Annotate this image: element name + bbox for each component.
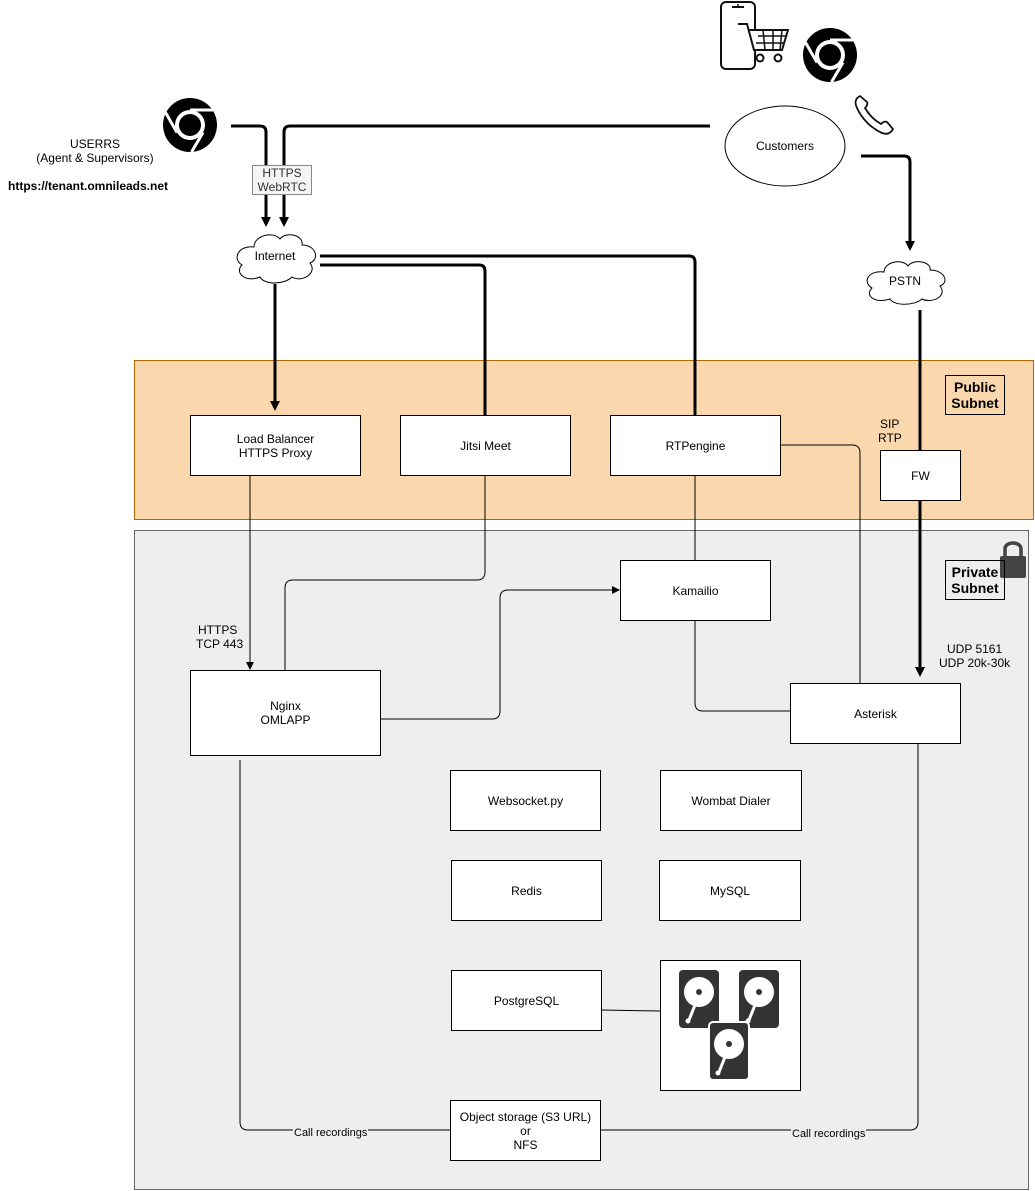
object-storage-line1: Object storage (S3 URL) [459,1109,592,1124]
phone-icon [852,92,898,139]
customers-node [724,105,846,190]
https-label: HTTPS [198,623,238,637]
edge-kamailio-asterisk [694,621,790,712]
edge-nginx-kamailio [381,586,620,720]
postgresql-node[interactable]: PostgreSQL [451,970,602,1031]
chrome-icon [163,98,217,153]
load-balancer-line1: Load Balancer [236,431,315,446]
firewall-label: FW [911,468,930,483]
users-chrome-icon [162,97,218,156]
mobile-cart-icon [718,0,792,75]
nginx-line1: Nginx [270,699,301,713]
websocket-label: Websocket.py [487,793,564,808]
edge-rtpengine-asterisk [781,444,861,683]
kamailio-label: Kamailio [672,583,719,598]
protocol-https: HTTPS [262,166,302,180]
rtpengine-node[interactable]: RTPengine [610,415,781,476]
firewall-node[interactable]: FW [880,450,961,501]
edge-nginx-storage [239,760,450,1131]
public-subnet-line1: Public [953,379,996,395]
object-storage-line2: or [520,1123,531,1138]
protocol-webrtc: WebRTC [257,180,307,194]
public-subnet-label: Public Subnet [945,375,1005,415]
users-title: USERRS [69,137,120,151]
nginx-omlapp-node[interactable]: Nginx OMLAPP [190,670,381,756]
object-storage-line3: NFS [513,1137,538,1152]
call-recordings-right-label: Call recordings [791,1128,867,1140]
public-subnet-line2: Subnet [951,395,999,411]
hard-disks-icon [678,969,779,1081]
customers-label: Customers [755,139,814,153]
private-subnet-line1: Private [951,564,999,580]
load-balancer-line2: HTTPS Proxy [238,445,313,460]
users-subtitle: (Agent & Supervisors) [36,151,154,165]
nginx-line2: OMLAPP [260,713,311,727]
protocol-label: HTTPS WebRTC [252,165,312,195]
asterisk-node[interactable]: Asterisk [790,683,961,744]
edge-internet-rtpengine [320,254,697,415]
call-recordings-left-label: Call recordings [293,1127,369,1139]
mysql-label: MySQL [709,883,750,898]
tcp443-label: TCP 443 [196,637,244,651]
tenant-url[interactable]: https://tenant.omnileads.net [8,179,169,193]
asterisk-label: Asterisk [854,706,897,721]
jitsi-meet-label: Jitsi Meet [460,438,511,453]
udp5161-label: UDP 5161 [947,642,1003,656]
websocket-node[interactable]: Websocket.py [450,770,601,831]
customers-chrome-icon [802,27,858,86]
rtp-label: RTP [878,431,902,445]
redis-node[interactable]: Redis [451,860,602,921]
cloud-icon [236,234,317,284]
cloud-icon [866,261,946,305]
sip-label: SIP [880,417,900,431]
private-subnet-line2: Subnet [951,580,999,596]
edge-customers-pstn [861,154,915,251]
kamailio-node[interactable]: Kamailio [620,560,771,621]
postgresql-label: PostgreSQL [493,993,560,1008]
wombat-label: Wombat Dialer [691,793,771,808]
edge-customers-internet [279,124,710,227]
internet-label: Internet [254,249,296,263]
lock-icon [999,538,1027,583]
pstn-cloud [864,258,950,309]
jitsi-meet-node[interactable]: Jitsi Meet [400,415,571,476]
chrome-icon [803,28,857,83]
udp-range-label: UDP 20k-30k [939,656,1011,670]
redis-label: Redis [511,883,542,898]
object-storage-node[interactable]: Object storage (S3 URL) or NFS [450,1100,601,1161]
edge-asterisk-storage [601,744,919,1131]
load-balancer-node[interactable]: Load Balancer HTTPS Proxy [190,415,361,476]
edge-jitsi-nginx [284,476,486,670]
edge-postgres-disks [600,1009,662,1012]
internet-cloud [234,229,320,288]
pstn-label: PSTN [888,274,921,288]
private-subnet-label: Private Subnet [945,560,1005,600]
storage-disks-node[interactable] [660,960,801,1091]
wombat-dialer-node[interactable]: Wombat Dialer [660,770,802,831]
mysql-node[interactable]: MySQL [659,860,801,921]
rtpengine-label: RTPengine [665,438,726,453]
edge-users-internet [231,124,271,227]
edge-internet-jitsi [320,263,487,415]
